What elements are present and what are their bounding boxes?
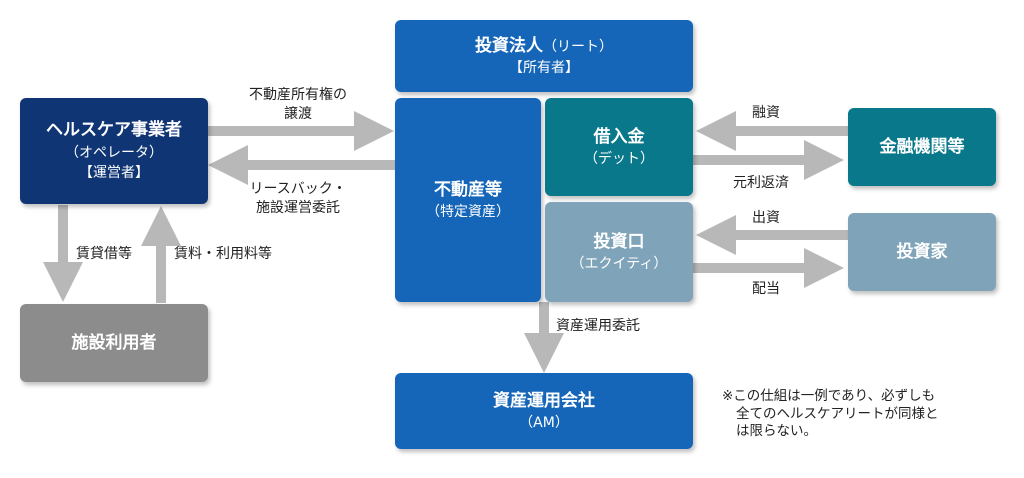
footnote-line1: ※この仕組は一例であり、必ずしも: [722, 388, 936, 404]
operator-box: ヘルスケア事業者 （オペレータ） 【運営者】: [20, 98, 208, 204]
footnote-line2: 全てのヘルスケアリートが同様と: [736, 405, 939, 422]
am-box: 資産運用会社 （AM）: [395, 373, 693, 449]
reit-title: 投資法人: [475, 35, 543, 56]
equity-title: 投資口: [593, 231, 645, 252]
bank-box: 金融機関等: [848, 108, 996, 186]
reit-box: 投資法人（リート） 【所有者】: [395, 20, 693, 92]
realestate-title: 不動産等: [434, 179, 502, 200]
am-sub: （AM）: [519, 415, 569, 432]
repay-label: 元利返済: [733, 175, 789, 191]
leaseback-label-line2: 施設運営委託: [256, 199, 340, 216]
footnote: ※この仕組は一例であり、必ずしも 全てのヘルスケアリートが同様と は限らない。: [722, 388, 939, 441]
transfer-label-line1: 不動産所有権の: [249, 87, 347, 103]
operator-sub2: 【運営者】: [79, 165, 149, 182]
equity-sub: （エクイティ）: [570, 256, 668, 273]
footnote-line3: は限らない。: [736, 423, 817, 440]
operator-sub1: （オペレータ）: [65, 145, 163, 162]
leaseback-label: リースバック・ 施設運営委託: [218, 180, 378, 218]
investor-box: 投資家: [848, 213, 996, 291]
transfer-label-line2: 譲渡: [284, 105, 312, 122]
invest-label: 出資: [752, 210, 780, 226]
reit-sub: 【所有者】: [509, 60, 579, 77]
am-title: 資産運用会社: [493, 390, 595, 411]
leaseback-label-line1: リースバック・: [249, 181, 347, 197]
am-entrust-label: 資産運用委託: [556, 318, 640, 334]
rent-label: 賃料・利用料等: [174, 246, 272, 262]
dividend-label: 配当: [752, 281, 780, 297]
transfer-label: 不動産所有権の 譲渡: [218, 86, 378, 124]
equity-box: 投資口 （エクイティ）: [545, 202, 693, 302]
debt-title: 借入金: [593, 126, 645, 147]
realestate-sub: （特定資産）: [426, 204, 510, 221]
user-title: 施設利用者: [71, 332, 157, 353]
lease-label: 賃貸借等: [76, 246, 132, 262]
reit-title-paren: （リート）: [543, 38, 613, 55]
debt-sub: （デット）: [584, 151, 654, 168]
investor-title: 投資家: [896, 241, 948, 262]
debt-box: 借入金 （デット）: [545, 98, 693, 196]
realestate-box: 不動産等 （特定資産）: [395, 98, 541, 302]
loan-label: 融資: [752, 105, 780, 121]
bank-title: 金融機関等: [879, 136, 965, 157]
operator-title: ヘルスケア事業者: [46, 120, 182, 141]
user-box: 施設利用者: [20, 304, 208, 382]
